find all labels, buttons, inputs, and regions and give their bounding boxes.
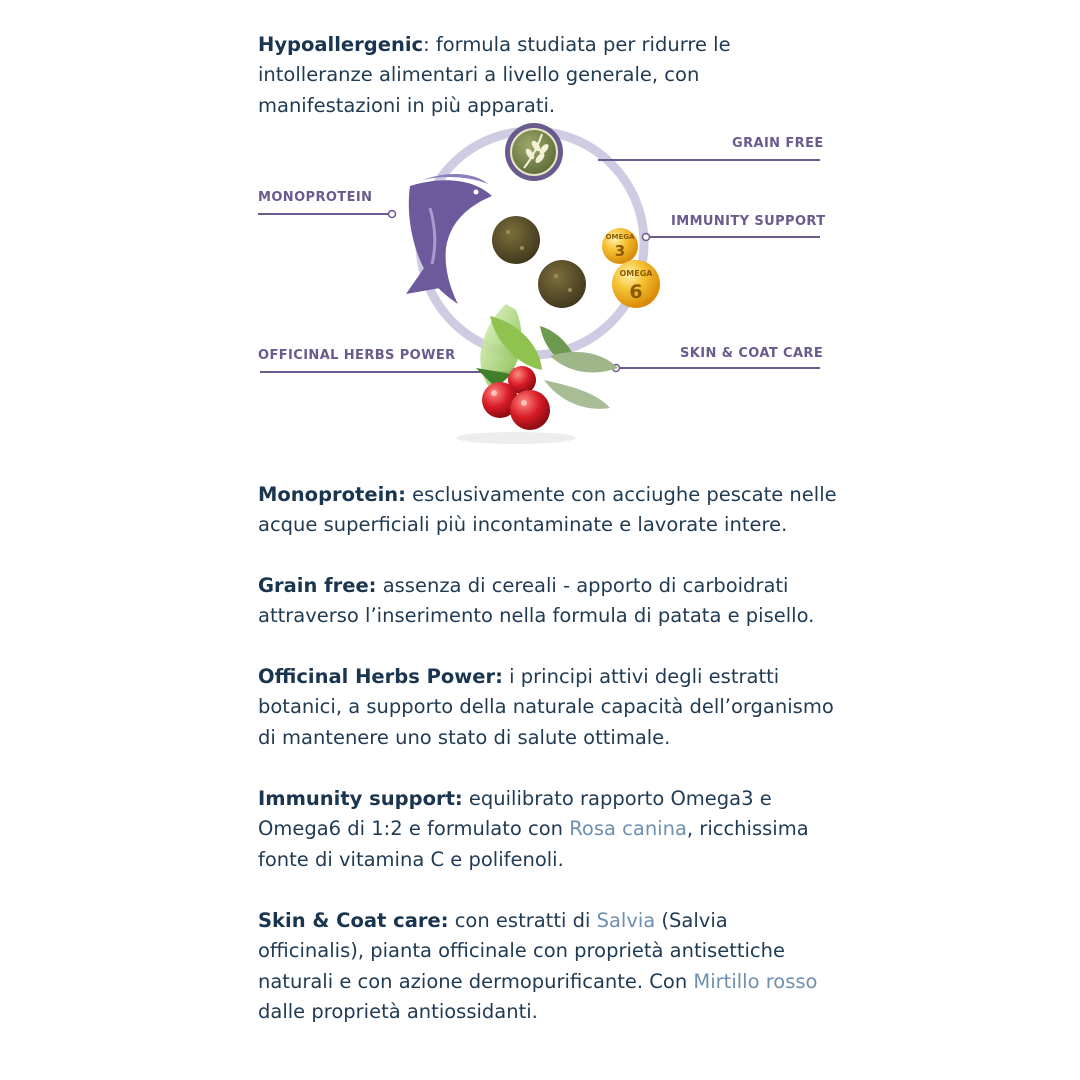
herbs-berries-icon <box>456 304 618 444</box>
mirtillo-rosso-link[interactable]: Mirtillo rosso <box>693 969 818 993</box>
intro-section: Hypoallergenic: formula studiata per rid… <box>258 30 838 121</box>
omega-capsule-icon: OMEGA 3 OMEGA 6 <box>602 228 660 308</box>
label-monoprotein: MONOPROTEIN <box>258 190 373 205</box>
officinal-herbs-text: i principi attivi degli estratti botanic… <box>258 665 834 749</box>
skin-coat-text-2: (Salvia officinalis), pianta officinale … <box>258 909 785 993</box>
omega3-number: 3 <box>615 242 625 260</box>
immunity-paragraph: Immunity support: equilibrato rapporto O… <box>258 784 838 875</box>
officinal-herbs-title: Officinal Herbs Power: <box>258 665 503 688</box>
immunity-title: Immunity support: <box>258 787 463 810</box>
monoprotein-text: esclusivamente con acciughe pescate nell… <box>258 483 837 537</box>
intro-paragraph: Hypoallergenic: formula studiata per rid… <box>258 30 838 121</box>
officinal-herbs-paragraph: Officinal Herbs Power: i principi attivi… <box>258 662 838 753</box>
benefits-diagram: OMEGA 3 OMEGA 6 GRAIN FREE MONOPROTEIN I… <box>240 118 840 458</box>
skin-coat-text-3: dalle proprietà antiossidanti. <box>258 1000 538 1024</box>
label-grain-free: GRAIN FREE <box>732 136 824 151</box>
benefits-diagram-graphic: OMEGA 3 OMEGA 6 <box>258 123 820 444</box>
section-skin-coat: Skin & Coat care: con estratti di Salvia… <box>258 906 838 1028</box>
omega6-word: OMEGA <box>620 269 654 278</box>
rosa-canina-link[interactable]: Rosa canina <box>569 817 687 841</box>
grain-icon <box>505 123 563 181</box>
omega3-word: OMEGA <box>606 233 635 241</box>
label-skin-coat: SKIN & COAT CARE <box>680 346 824 361</box>
monoprotein-title: Monoprotein: <box>258 483 406 506</box>
immunity-text-1: equilibrato rapporto Omega3 e Omega6 di … <box>258 787 772 841</box>
fish-icon <box>406 174 492 304</box>
section-officinal-herbs: Officinal Herbs Power: i principi attivi… <box>258 662 838 753</box>
skin-coat-paragraph: Skin & Coat care: con estratti di Salvia… <box>258 906 838 1028</box>
salvia-link[interactable]: Salvia <box>596 909 656 932</box>
monoprotein-paragraph: Monoprotein: esclusivamente con acciughe… <box>258 480 838 541</box>
label-officinal-herbs: OFFICINAL HERBS POWER <box>258 348 456 363</box>
kibble-icon <box>492 216 586 308</box>
grain-free-paragraph: Grain free: assenza di cereali - apporto… <box>258 571 838 632</box>
section-monoprotein: Monoprotein: esclusivamente con acciughe… <box>258 480 838 541</box>
omega6-number: 6 <box>629 281 642 303</box>
immunity-text-2: , ricchissima fonte di vitamina C e poli… <box>258 817 809 871</box>
skin-coat-title: Skin & Coat care: <box>258 909 449 932</box>
skin-coat-text-1: con estratti di <box>448 909 597 932</box>
section-immunity-support: Immunity support: equilibrato rapporto O… <box>258 784 838 875</box>
section-grain-free: Grain free: assenza di cereali - apporto… <box>258 571 838 632</box>
grain-free-text: assenza di cereali - apporto di carboidr… <box>258 574 815 628</box>
intro-text: : formula studiata per ridurre le intoll… <box>258 33 731 117</box>
label-immunity-support: IMMUNITY SUPPORT <box>671 214 826 229</box>
intro-title: Hypoallergenic <box>258 33 424 56</box>
grain-free-title: Grain free: <box>258 574 377 597</box>
